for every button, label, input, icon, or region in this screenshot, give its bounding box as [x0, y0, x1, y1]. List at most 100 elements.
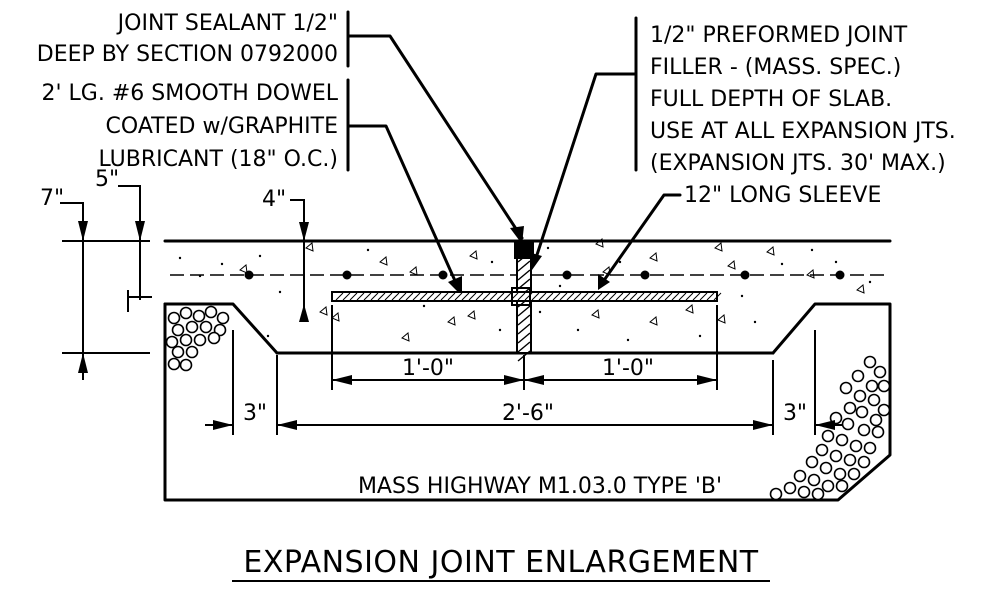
sealant-note: JOINT SEALANT 1/2" DEEP BY SECTION 07920…: [37, 10, 524, 244]
aggregate-dot: [740, 294, 744, 298]
gravel-stone: [819, 461, 833, 475]
dowel-note-line-1: 2' LG. #6 SMOOTH DOWEL: [42, 81, 339, 106]
gravel-stone: [829, 449, 843, 463]
gravel-stone: [165, 335, 179, 349]
gravel-stone: [793, 469, 807, 483]
dowel-hatch-line: [559, 292, 568, 301]
sealant-leader: [346, 34, 524, 240]
dim-7-arrow-top: [78, 221, 88, 241]
gravel-stone: [821, 479, 835, 493]
rebar-dot: [438, 270, 448, 280]
dowel-hatch-line: [398, 292, 407, 301]
aggregate-dot: [198, 274, 202, 278]
dim-left-taper-label: 3": [243, 401, 267, 426]
dowel-hatch-line: [531, 292, 540, 301]
dowel-hatch-line: [433, 292, 442, 301]
dowel-hatch-line: [391, 292, 400, 301]
base-material-label: MASS HIGHWAY M1.03.0 TYPE 'B': [358, 474, 722, 499]
dim-5-label: 5": [95, 167, 119, 192]
aggregate-dot: [538, 310, 542, 314]
dowel-hatch-line: [643, 292, 652, 301]
gravel-stone: [871, 425, 885, 439]
dowel-hatch-line: [664, 292, 673, 301]
aggregate-triangle: [649, 316, 658, 326]
gravel-stone: [171, 345, 185, 359]
gravel-stone: [167, 311, 181, 325]
dowel-hatch-line: [580, 292, 589, 301]
gravel-stone: [204, 305, 218, 319]
aggregate-triangle: [467, 310, 476, 320]
dowel-hatch-line: [587, 292, 596, 301]
aggregate-triangle: [727, 260, 736, 270]
dim-7-label: 7": [40, 186, 64, 211]
dim-4-arrow-top: [299, 222, 309, 241]
dowel-note-line-3: LUBRICANT (18" O.C.): [99, 147, 338, 172]
dowel-hatch-line: [335, 292, 344, 301]
dim-dowel-right-label: 1'-0": [602, 356, 654, 381]
dowel-hatch-line: [678, 292, 687, 301]
dowel-hatch-line: [538, 292, 547, 301]
sealant-note-line-2: DEEP BY SECTION 0792000: [37, 42, 338, 67]
rebar-dot: [342, 270, 352, 280]
aggregate-dot: [698, 334, 702, 338]
base-left-step: [163, 302, 279, 355]
aggregate-triangle: [806, 269, 815, 279]
filler-hatch-line: [517, 341, 531, 353]
aggregate-triangle: [856, 284, 865, 294]
filler-note-line-5: (EXPANSION JTS. 30' MAX.): [650, 151, 946, 176]
dowel-hatch-line: [349, 292, 358, 301]
filler-hatch-line: [517, 260, 531, 272]
dowel-hatch-line: [461, 292, 470, 301]
gravel-stone: [807, 473, 821, 487]
dowel-hatch-line: [419, 292, 428, 301]
dowel-hatch: [335, 292, 722, 301]
dim-right-taper-label: 3": [783, 401, 807, 426]
dowel-hatch-line: [622, 292, 631, 301]
dowel-hatch-line: [496, 292, 505, 301]
dowel-hatch-line: [545, 292, 554, 301]
gravel-stone: [867, 393, 881, 407]
dim-dowel-left-arrow-1: [332, 375, 352, 385]
aggregate-triangle: [409, 266, 418, 276]
dowel-hatch-line: [342, 292, 351, 301]
gravel-stone: [821, 429, 835, 443]
filler-hatch-line: [517, 332, 531, 344]
dowel-hatch-line: [657, 292, 666, 301]
sleeve-leader: [598, 193, 682, 288]
aggregate-dot: [753, 320, 757, 324]
rebar-dot: [835, 270, 845, 280]
dowel-hatch-line: [454, 292, 463, 301]
aggregate-triangle: [649, 252, 658, 262]
title-text: EXPANSION JOINT ENLARGEMENT: [243, 545, 758, 580]
aggregate-triangle: [319, 306, 328, 316]
aggregate-triangle: [331, 312, 340, 322]
dowel-hatch-line: [370, 292, 379, 301]
aggregate-dot: [422, 304, 426, 308]
dowel-hatch-line: [475, 292, 484, 301]
vertical-dimensions: 7" 5" 4": [40, 167, 316, 380]
dowel-hatch-line: [552, 292, 561, 301]
aggregate-dot: [810, 248, 814, 252]
dim-4-arrow-bottom: [299, 304, 309, 322]
aggregate-dot: [834, 260, 838, 264]
dim-dowel-right-arrow-2: [697, 375, 717, 385]
dowel-hatch-line: [615, 292, 624, 301]
sleeve-note: 12" LONG SLEEVE: [598, 183, 881, 290]
dowel-hatch-line: [517, 292, 526, 301]
gravel-stone: [857, 423, 871, 437]
dim-dowel-left-arrow-2: [504, 375, 524, 385]
rebar-dot: [562, 270, 572, 280]
dowel-hatch-line: [363, 292, 372, 301]
sleeve-arrowhead: [598, 274, 610, 290]
dim-base-width-arrow-1: [277, 420, 297, 430]
aggregate-dot: [576, 328, 580, 332]
gravel-stone: [877, 403, 891, 417]
gravel-stone: [769, 487, 783, 501]
gravel-stone: [853, 389, 867, 403]
dowel-hatch-line: [426, 292, 435, 301]
gravel-stone: [179, 306, 193, 320]
filler-hatch-line: [517, 314, 531, 326]
gravel-stone: [835, 479, 849, 493]
gravel-stone: [193, 333, 207, 347]
dowel-hatch-line: [440, 292, 449, 301]
